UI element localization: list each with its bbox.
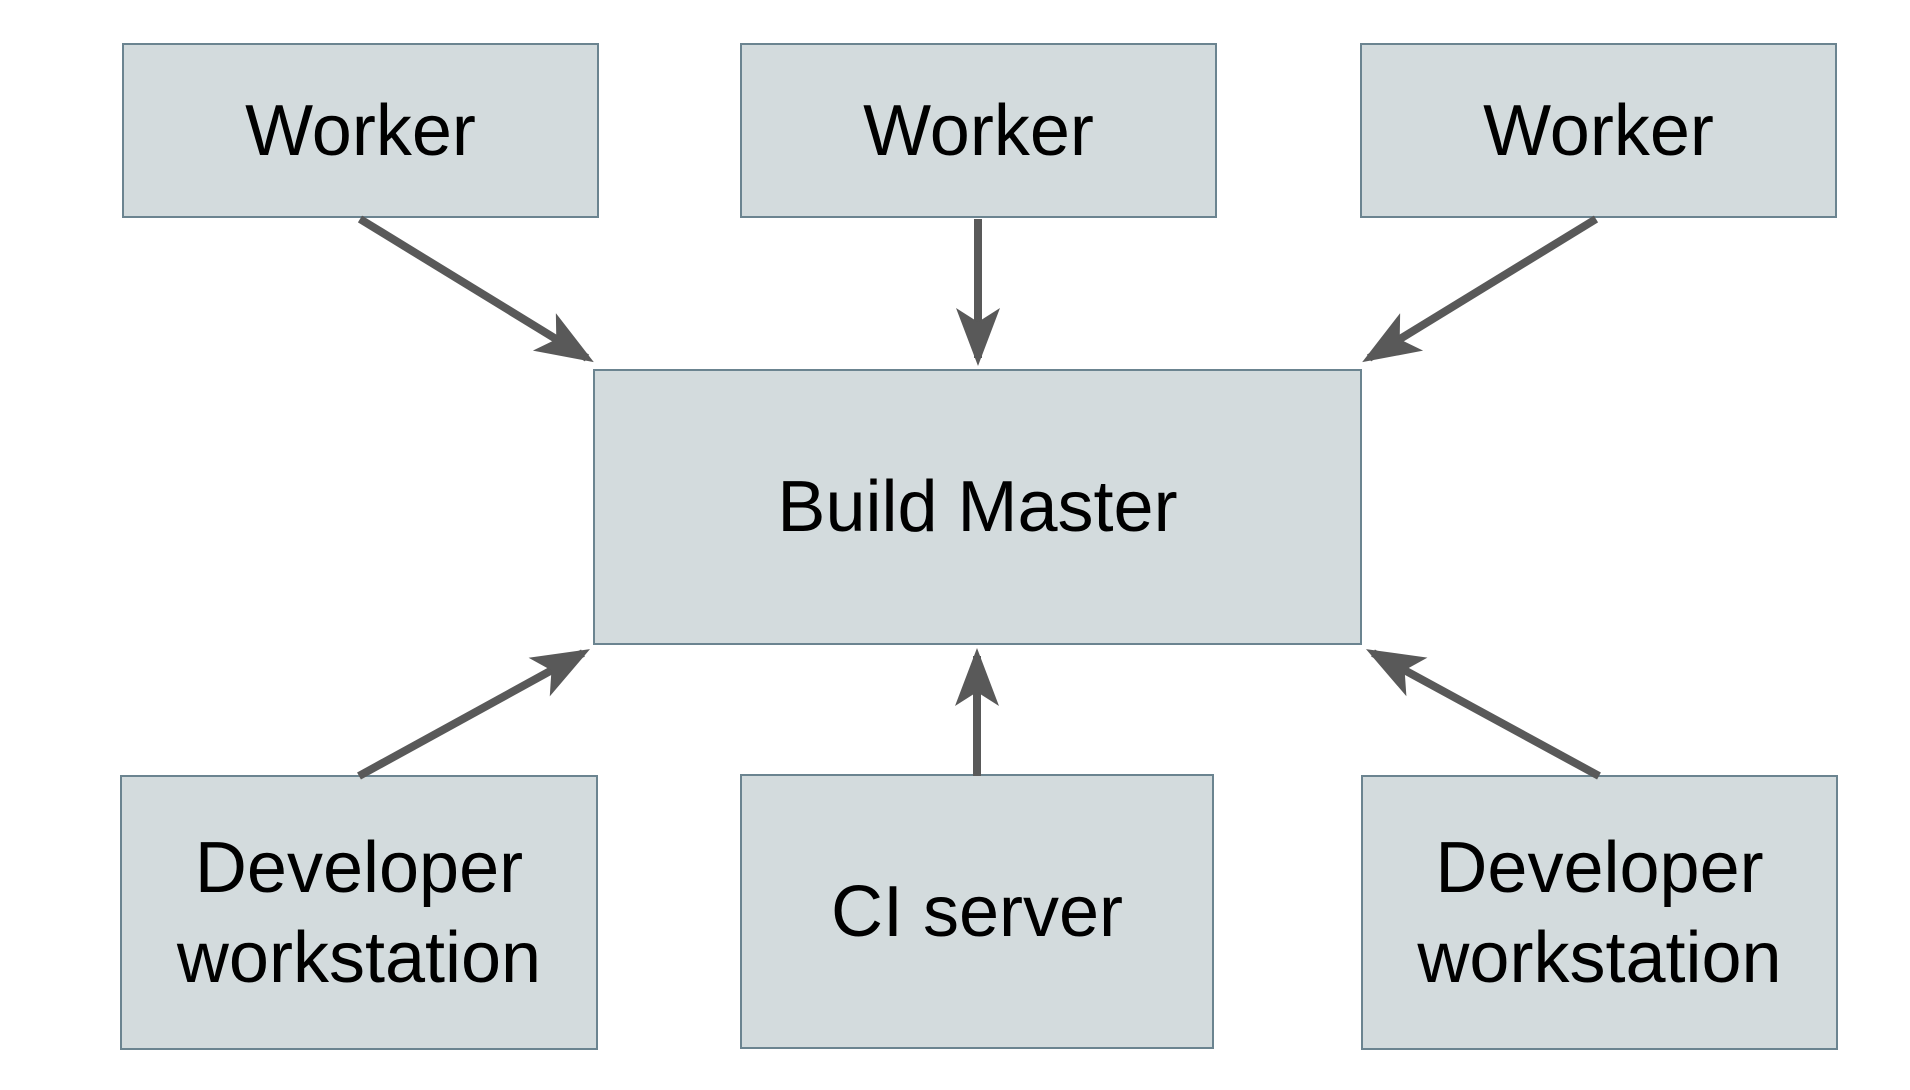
edge-developer-workstation-2-to-build-master (1365, 649, 1601, 780)
node-build-master-label: Build Master (777, 467, 1178, 547)
node-worker-2-label: Worker (863, 90, 1094, 171)
node-ci-server: CI server (740, 774, 1214, 1049)
node-ci-server-label: CI server (830, 871, 1124, 952)
edge-developer-workstation-1-to-build-master (357, 649, 591, 780)
node-worker-1-label: Worker (245, 90, 476, 171)
node-developer-workstation-1: Developer workstation (120, 775, 598, 1050)
node-developer-workstation-2-label: Developer workstation (1417, 827, 1782, 998)
node-worker-3: Worker (1360, 43, 1837, 218)
node-developer-workstation-1-label: Developer workstation (176, 827, 542, 998)
node-developer-workstation-2: Developer workstation (1361, 775, 1838, 1050)
node-worker-1: Worker (122, 43, 599, 218)
node-worker-2: Worker (740, 43, 1217, 218)
node-worker-3-label: Worker (1483, 90, 1714, 171)
edge-worker-1-to-build-master (357, 215, 594, 363)
edge-worker-3-to-build-master (1362, 215, 1599, 363)
node-build-master: Build Master (593, 369, 1362, 645)
